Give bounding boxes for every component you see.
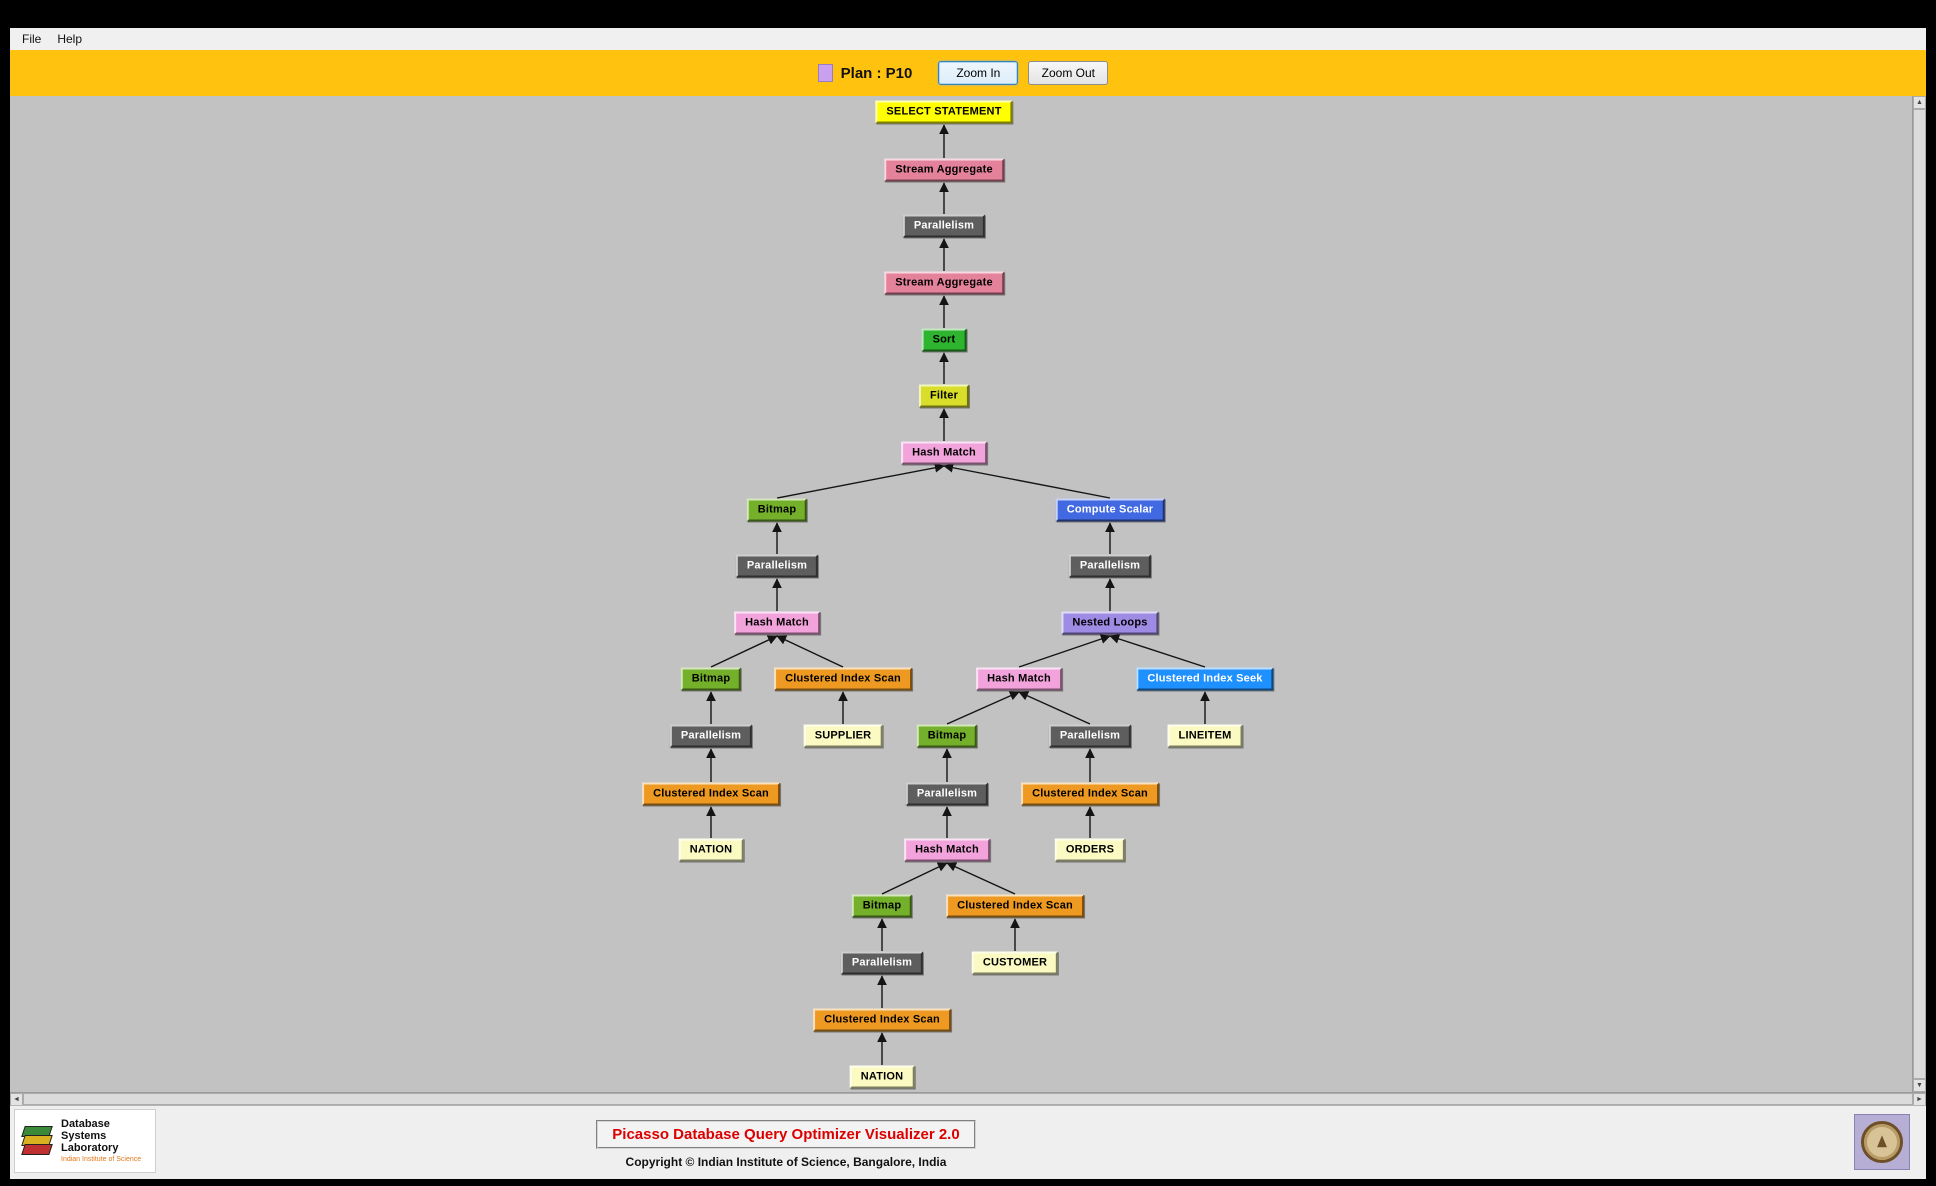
plan-node-nested-loops[interactable]: Nested Loops xyxy=(1061,611,1159,635)
plan-node-clustered-index-scan[interactable]: Clustered Index Scan xyxy=(1021,782,1159,806)
plan-node-parallelism[interactable]: Parallelism xyxy=(905,782,989,806)
dsl-logo-line: Database xyxy=(61,1118,110,1130)
plan-node-clustered-index-scan[interactable]: Clustered Index Scan xyxy=(642,782,780,806)
plan-node-parallelism[interactable]: Parallelism xyxy=(735,554,819,578)
plan-node-bitmap[interactable]: Bitmap xyxy=(916,724,978,748)
app-window: File Help Plan : P10 Zoom In Zoom Out SE… xyxy=(10,28,1926,1179)
plan-node-clustered-index-scan[interactable]: Clustered Index Scan xyxy=(813,1008,951,1032)
plan-label: Plan : P10 xyxy=(840,64,913,82)
plan-color-swatch xyxy=(817,64,833,82)
toolbar: Plan : P10 Zoom In Zoom Out xyxy=(10,50,1926,96)
footer-center: Picasso Database Query Optimizer Visuali… xyxy=(596,1120,976,1169)
plan-node-parallelism[interactable]: Parallelism xyxy=(1048,724,1132,748)
dsl-logo-line: Systems xyxy=(61,1130,107,1142)
plan-node-parallelism[interactable]: Parallelism xyxy=(902,214,986,238)
plan-node-lineitem[interactable]: LINEITEM xyxy=(1167,724,1243,748)
plan-node-clustered-index-seek[interactable]: Clustered Index Seek xyxy=(1136,667,1274,691)
dsl-logo-line: Laboratory xyxy=(61,1142,119,1154)
plan-node-bitmap[interactable]: Bitmap xyxy=(746,498,808,522)
plan-node-filter[interactable]: Filter xyxy=(918,384,970,408)
vertical-scrollbar[interactable]: ▲ ▼ xyxy=(1912,96,1926,1092)
iisc-logo-seal xyxy=(1861,1121,1903,1163)
scroll-right-button[interactable]: ► xyxy=(1913,1093,1926,1105)
plan-node-hash-match[interactable]: Hash Match xyxy=(976,667,1062,691)
plan-node-hash-match[interactable]: Hash Match xyxy=(904,838,990,862)
dsl-logo-text: Database Systems Laboratory Indian Insti… xyxy=(61,1118,141,1164)
dsl-logo-tagline: Indian Institute of Science xyxy=(61,1156,142,1163)
menu-bar: File Help xyxy=(10,28,1926,50)
app-title: Picasso Database Query Optimizer Visuali… xyxy=(596,1120,976,1149)
plan-node-parallelism[interactable]: Parallelism xyxy=(669,724,753,748)
scroll-up-button[interactable]: ▲ xyxy=(1913,96,1926,109)
plan-node-bitmap[interactable]: Bitmap xyxy=(680,667,742,691)
zoom-in-button[interactable]: Zoom In xyxy=(938,61,1019,85)
plan-node-compute-scalar[interactable]: Compute Scalar xyxy=(1055,498,1165,522)
scroll-left-button[interactable]: ◄ xyxy=(10,1093,23,1105)
plan-node-select-statement[interactable]: SELECT STATEMENT xyxy=(875,100,1013,124)
copyright-text: Copyright © Indian Institute of Science,… xyxy=(625,1155,947,1169)
plan-node-customer[interactable]: CUSTOMER xyxy=(971,951,1059,975)
plan-node-stream-aggregate[interactable]: Stream Aggregate xyxy=(884,158,1004,182)
plan-node-nation[interactable]: NATION xyxy=(678,838,744,862)
horizontal-scrollbar[interactable]: ◄ ► xyxy=(10,1092,1926,1105)
plan-node-stream-aggregate[interactable]: Stream Aggregate xyxy=(884,271,1004,295)
plan-node-bitmap[interactable]: Bitmap xyxy=(851,894,913,918)
menu-file[interactable]: File xyxy=(22,32,42,46)
plan-node-sort[interactable]: Sort xyxy=(921,328,967,352)
dsl-logo-icon xyxy=(20,1124,54,1158)
plan-edges xyxy=(706,124,1210,1065)
zoom-out-button[interactable]: Zoom Out xyxy=(1028,61,1109,85)
plan-node-hash-match[interactable]: Hash Match xyxy=(901,441,987,465)
horizontal-scroll-thumb[interactable] xyxy=(23,1093,1913,1105)
menu-help[interactable]: Help xyxy=(57,32,83,46)
plan-node-nation[interactable]: NATION xyxy=(849,1065,915,1089)
plan-node-supplier[interactable]: SUPPLIER xyxy=(803,724,883,748)
status-bar: Database Systems Laboratory Indian Insti… xyxy=(10,1105,1926,1179)
iisc-logo xyxy=(1854,1114,1910,1170)
vertical-scroll-thumb[interactable] xyxy=(1913,109,1926,1079)
app-title-text: Picasso Database Query Optimizer Visuali… xyxy=(612,1126,960,1143)
plan-node-parallelism[interactable]: Parallelism xyxy=(840,951,924,975)
scroll-down-button[interactable]: ▼ xyxy=(1913,1079,1926,1092)
plan-node-clustered-index-scan[interactable]: Clustered Index Scan xyxy=(946,894,1084,918)
plan-node-clustered-index-scan[interactable]: Clustered Index Scan xyxy=(774,667,912,691)
plan-node-parallelism[interactable]: Parallelism xyxy=(1068,554,1152,578)
plan-node-orders[interactable]: ORDERS xyxy=(1054,838,1126,862)
plan-node-hash-match[interactable]: Hash Match xyxy=(734,611,820,635)
dsl-logo: Database Systems Laboratory Indian Insti… xyxy=(14,1109,156,1173)
